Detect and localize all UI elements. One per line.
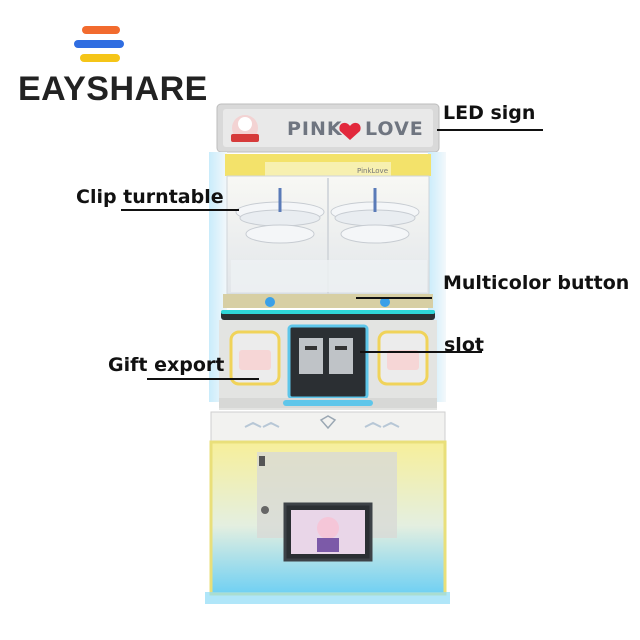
clip-turntable-right [330, 188, 420, 244]
multicolor-button-right [380, 297, 390, 307]
claw-machine: PINK LOVE PinkLove [205, 103, 450, 604]
leader-gift-export [147, 378, 259, 380]
multicolor-button-left [265, 297, 275, 307]
logo-bar-orange [82, 26, 120, 34]
leader-led-sign [437, 129, 543, 131]
sign-text-left: PINK [287, 118, 343, 140]
diamond-icon [319, 415, 337, 430]
coin-slot-1 [299, 338, 323, 374]
callout-clip-turntable: Clip turntable [76, 186, 224, 208]
callout-led-sign: LED sign [443, 102, 536, 124]
anime-character-icon [317, 517, 339, 539]
logo-bar-blue [74, 40, 124, 48]
callout-multicolor-button: Multicolor button [443, 272, 630, 294]
sign-text-right: LOVE [365, 118, 424, 140]
leader-slot [360, 351, 482, 353]
brand-name: EAYSHARE [18, 70, 208, 108]
callout-gift-export: Gift export [108, 354, 225, 376]
leader-multicolor-button [356, 297, 432, 299]
brand-logo-icon [74, 26, 126, 66]
clip-turntable-left [235, 188, 325, 244]
svg-text:PinkLove: PinkLove [357, 167, 388, 175]
heart-icon [339, 122, 361, 140]
callout-slot: slot [444, 334, 484, 356]
leader-clip-turntable [121, 209, 239, 211]
coin-slot-2 [329, 338, 353, 374]
led-sign: PINK LOVE [216, 103, 440, 153]
logo-bar-yellow [80, 54, 120, 62]
